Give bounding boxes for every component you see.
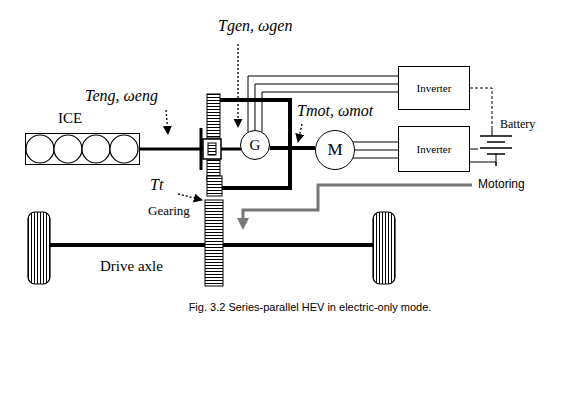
inverter-box: Inverter (398, 126, 470, 172)
mode-label: Motoring (478, 177, 525, 191)
torque-leaders (166, 44, 302, 200)
power-flow-arrow (243, 185, 472, 224)
dc-link-wire (470, 88, 492, 128)
node-label: M (327, 141, 342, 160)
node-label: Inverter (417, 82, 452, 94)
reduction-gearing (205, 176, 223, 286)
node-label: G (250, 137, 261, 154)
planetary-gear (201, 94, 221, 180)
engine-shaft (139, 148, 205, 151)
battery-cells (478, 128, 514, 166)
node-label: Battery (500, 118, 535, 131)
mechanical-shaft (270, 146, 315, 150)
engine-block: ICE (25, 133, 140, 165)
power-wire (255, 84, 398, 130)
inverter-box: Inverter (398, 66, 470, 110)
power-wire (355, 150, 398, 151)
motor-circle: M (315, 130, 355, 170)
torque-speed-label: Tmot, ωmot (297, 102, 373, 120)
node-label: ICE (58, 110, 82, 127)
torque-speed-label: Tgen, ωgen (218, 17, 292, 35)
part-name: Gearing (148, 203, 190, 219)
node-label: Inverter (417, 143, 452, 155)
battery-symbol: Battery (478, 128, 514, 166)
torque-label: Tt (150, 176, 163, 194)
generator-shaft (221, 148, 241, 151)
part-name: Drive axle (100, 258, 163, 275)
figure-caption: Fig. 3.2 Series-parallel HEV in electric… (90, 301, 530, 313)
wheel (373, 212, 395, 284)
wheel (28, 212, 50, 284)
dc-link-wire (470, 149, 478, 150)
generator-circle: G (240, 130, 270, 160)
engine-cylinders (26, 135, 138, 163)
torque-speed-label: Teng, ωeng (85, 87, 158, 105)
